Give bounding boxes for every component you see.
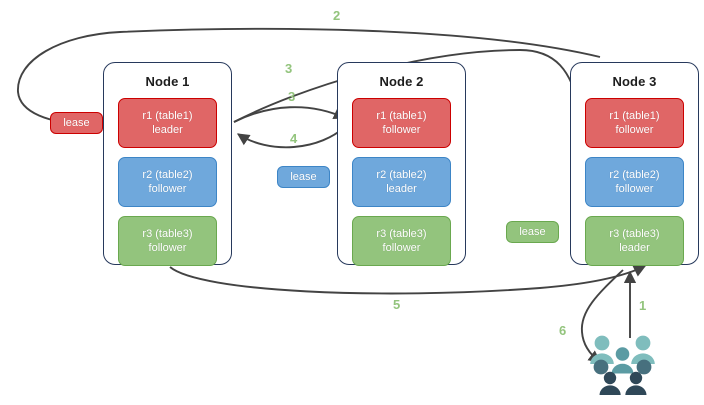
node-1-replica-r1[interactable]: r1 (table1) leader [118,98,217,148]
lease-badge-table1[interactable]: lease [50,112,103,134]
users-icon-front-row [599,371,647,395]
node-2-replica-r3-role: follower [382,242,421,254]
node-1-title: Node 1 [145,74,190,89]
node-3-replica-r2[interactable]: r2 (table2) follower [585,157,684,207]
node-1-replica-stack: r1 (table1) leader r2 (table2) follower … [104,98,231,266]
users-icon [590,335,655,395]
node-3-replica-r2-name: r2 (table2) [609,169,660,181]
node-3-title: Node 3 [612,74,657,89]
node-2-replica-r1-role: follower [382,124,421,136]
node-3-replica-r2-role: follower [615,183,654,195]
node-1-replica-r3-name: r3 (table3) [142,228,193,240]
step-label-2: 2 [333,8,341,23]
node-3-replica-r1-role: follower [615,124,654,136]
node-3-replica-r3-name: r3 (table3) [609,228,660,240]
step-label-4: 4 [290,131,298,146]
node-3-replica-r1[interactable]: r1 (table1) follower [585,98,684,148]
lease-badge-table3[interactable]: lease [506,221,559,243]
node-3-replica-r3-role: leader [619,242,650,254]
arrow-step-3-lower [233,106,347,123]
step-label-3-lower: 3 [288,89,296,104]
node-2-replica-r3-name: r3 (table3) [376,228,427,240]
node-3[interactable]: Node 3 r1 (table1) follower r2 (table2) … [570,62,699,266]
node-2-replica-r2-role: leader [386,183,417,195]
step-label-3-upper: 3 [285,61,293,76]
node-2-replica-r3[interactable]: r3 (table3) follower [352,216,451,266]
node-2-replica-r1[interactable]: r1 (table1) follower [352,98,451,148]
node-2[interactable]: Node 2 r1 (table1) follower r2 (table2) … [337,62,466,266]
node-2-replica-stack: r1 (table1) follower r2 (table2) leader … [338,98,465,266]
step-label-1: 1 [639,298,647,313]
node-1[interactable]: Node 1 r1 (table1) leader r2 (table2) fo… [103,62,232,266]
node-2-replica-r1-name: r1 (table1) [376,110,427,122]
node-2-replica-r2-name: r2 (table2) [376,169,427,181]
step-label-5: 5 [393,297,401,312]
users-icon-middle-person [611,347,634,374]
step-label-6: 6 [559,323,567,338]
node-1-replica-r3[interactable]: r3 (table3) follower [118,216,217,266]
node-3-replica-stack: r1 (table1) follower r2 (table2) followe… [571,98,698,266]
users-icon-mid-dark-row [593,359,652,375]
node-1-replica-r1-name: r1 (table1) [142,110,193,122]
node-1-replica-r2[interactable]: r2 (table2) follower [118,157,217,207]
node-1-replica-r2-name: r2 (table2) [142,169,193,181]
node-3-replica-r3[interactable]: r3 (table3) leader [585,216,684,266]
node-2-replica-r2[interactable]: r2 (table2) leader [352,157,451,207]
node-1-replica-r3-role: follower [148,242,187,254]
node-2-title: Node 2 [379,74,424,89]
arrow-step-5 [169,265,647,295]
node-1-replica-r2-role: follower [148,183,187,195]
node-1-replica-r1-role: leader [152,124,183,136]
node-3-replica-r1-name: r1 (table1) [609,110,660,122]
lease-badge-table2[interactable]: lease [277,166,330,188]
